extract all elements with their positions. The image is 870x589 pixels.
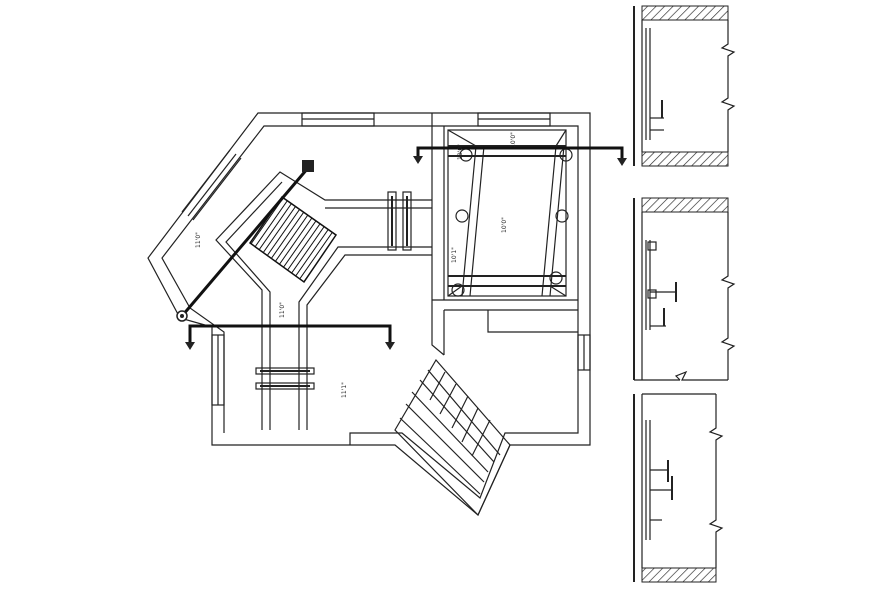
window-right-vertical <box>577 334 591 371</box>
corridor-wall-a <box>215 171 432 430</box>
ceiling-frame <box>447 129 567 297</box>
window-top-right <box>477 112 551 127</box>
dim-room-center-right: 10'0" <box>501 217 508 233</box>
dim-room-top-left: 10'0" <box>457 144 464 160</box>
dim-corridor: 11'0" <box>279 302 286 318</box>
dim-room-left: 11'0" <box>195 232 202 248</box>
section-line-b <box>185 324 395 350</box>
inner-wall <box>161 125 579 499</box>
section-detail-top <box>633 5 736 167</box>
dim-room-top-right: 10'0" <box>510 132 517 148</box>
door-frame-lower <box>255 367 315 390</box>
window-top-left <box>301 112 375 127</box>
section-line-c <box>413 146 627 166</box>
door-frame-upper <box>387 191 412 251</box>
window-left-vertical <box>211 334 225 406</box>
dim-room-bottom: 11'1" <box>341 382 348 398</box>
outer-wall <box>147 112 591 516</box>
section-line-a <box>176 160 314 322</box>
wood-panel <box>248 195 338 284</box>
staircase <box>394 358 511 517</box>
section-detail-middle <box>633 197 736 381</box>
floor-plan: 11'0" 11'0" 11'1" 10'0" 10'0" 10'1" 10'0… <box>147 112 627 517</box>
corridor-wall-b <box>306 254 432 430</box>
section-detail-bottom <box>633 393 724 583</box>
window-left <box>181 149 242 221</box>
dim-room-right-side: 10'1" <box>451 247 458 263</box>
